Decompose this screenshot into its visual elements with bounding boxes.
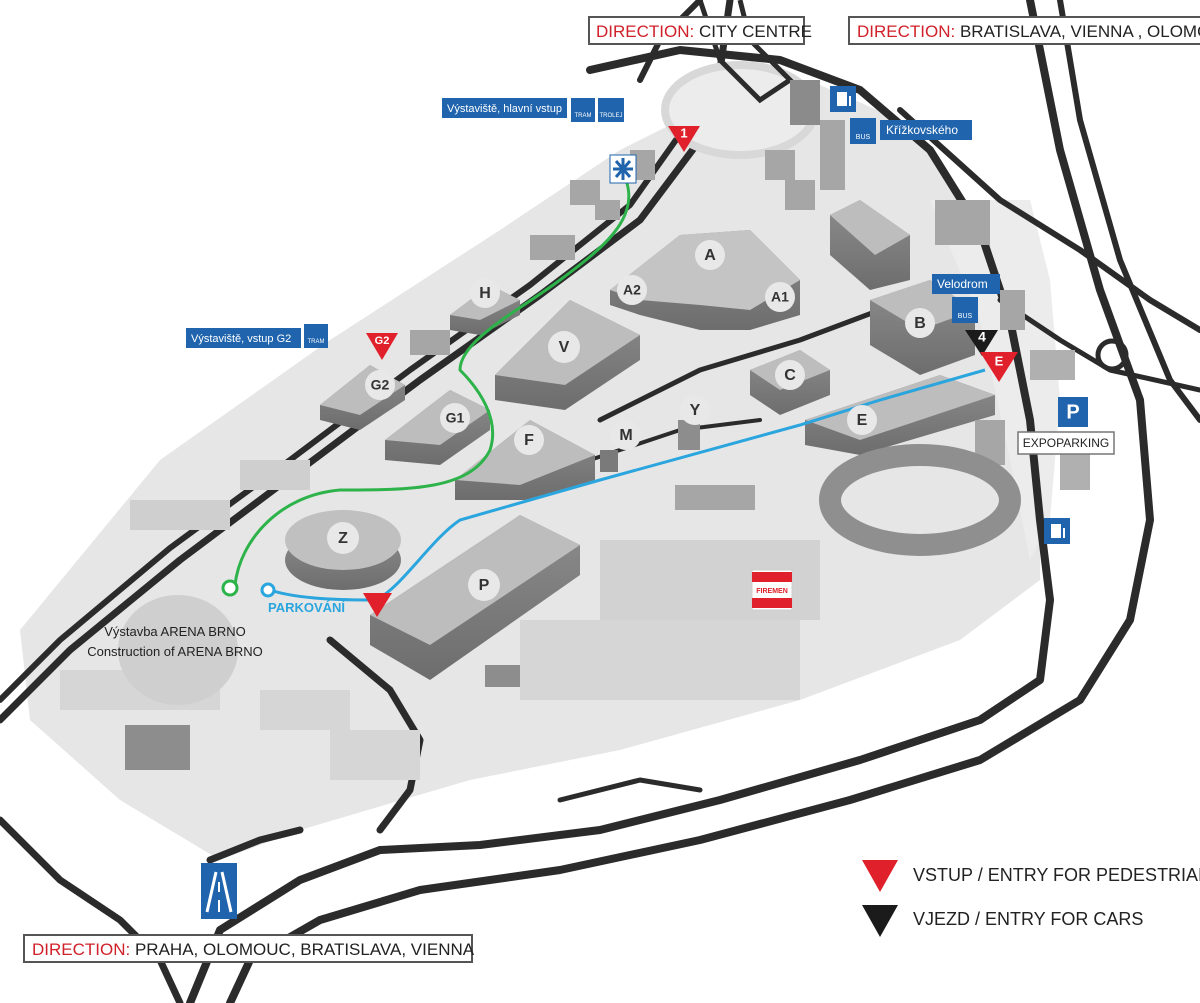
stop-velodrom: Velodrom BUS <box>932 274 1000 323</box>
svg-text:Křížkovského: Křížkovského <box>886 123 958 137</box>
svg-text:BUS: BUS <box>856 134 871 141</box>
fuel-station-icon-2 <box>1044 518 1070 544</box>
velodrome-track <box>819 444 1021 556</box>
legend-cars: VJEZD / ENTRY FOR CARS <box>862 905 1143 937</box>
hall-label-b: B <box>905 308 935 338</box>
first-aid-icon <box>609 154 637 184</box>
svg-text:DIRECTION: PRAHA, OLOMOUC, BRA: DIRECTION: PRAHA, OLOMOUC, BRATISLAVA, V… <box>32 940 475 959</box>
stop-krizkovskeho: BUS Křížkovského <box>850 118 972 144</box>
svg-text:FIREMEN: FIREMEN <box>756 588 788 595</box>
svg-text:Výstaviště, hlavní vstup: Výstaviště, hlavní vstup <box>447 103 562 115</box>
stop-main-entrance: Výstaviště, hlavní vstup TRAM TROLEJ <box>442 98 624 122</box>
svg-text:TROLEJ: TROLEJ <box>599 113 622 119</box>
construction-site <box>118 595 238 705</box>
entry-markers: 1 G2 4 E <box>363 125 1018 617</box>
hall-label-v: V <box>548 331 580 363</box>
svg-text:G2: G2 <box>375 335 390 347</box>
green-route <box>233 179 631 586</box>
arena-construction-en: Construction of ARENA BRNO <box>87 644 263 659</box>
hall-label-g2: G2 <box>365 370 395 400</box>
svg-text:P: P <box>479 577 490 594</box>
hall-label-m: M <box>611 420 641 450</box>
svg-text:TRAM: TRAM <box>575 113 592 119</box>
svg-text:B: B <box>914 315 926 332</box>
svg-text:E: E <box>995 353 1004 368</box>
entry-marker-g2: G2 <box>366 333 398 360</box>
hall-label-y: Y <box>680 395 710 425</box>
svg-text:TRAM: TRAM <box>308 339 325 345</box>
svg-text:E: E <box>857 412 868 429</box>
svg-text:M: M <box>619 427 632 444</box>
svg-text:A1: A1 <box>771 289 789 305</box>
entry-marker-e: E <box>980 352 1018 382</box>
hall-label-a2: A2 <box>617 275 647 305</box>
hall-label-c: C <box>775 360 805 390</box>
bus-icon <box>952 297 978 323</box>
svg-text:C: C <box>784 367 796 384</box>
hall-label-p: P <box>468 569 500 601</box>
hall-label-h: H <box>470 278 500 308</box>
expoparking-label: EXPOPARKING <box>1017 431 1115 455</box>
bus-icon <box>850 118 876 144</box>
svg-text:P: P <box>1066 401 1079 423</box>
svg-text:G1: G1 <box>446 410 465 426</box>
legend: VSTUP / ENTRY FOR PEDESTRIAN VJEZD / ENT… <box>862 860 1200 937</box>
fuel-station-icon <box>830 86 856 112</box>
hall-label-g1: G1 <box>440 403 470 433</box>
svg-text:H: H <box>479 285 491 302</box>
svg-text:G2: G2 <box>371 377 390 393</box>
stop-g2-entrance: Výstaviště, vstup G2 TRAM <box>186 324 328 348</box>
svg-text:Výstaviště, vstup G2: Výstaviště, vstup G2 <box>191 333 291 345</box>
svg-text:A: A <box>704 247 716 264</box>
svg-text:DIRECTION: CITY CENTRE: DIRECTION: CITY CENTRE <box>596 22 812 41</box>
hall-label-z: Z <box>327 522 359 554</box>
entry-marker-1: 1 <box>668 125 700 152</box>
svg-text:Z: Z <box>338 530 348 547</box>
svg-text:BUS: BUS <box>958 313 973 320</box>
firemen-station: FIREMEN <box>751 569 793 611</box>
svg-text:VJEZD / ENTRY FOR CARS: VJEZD / ENTRY FOR CARS <box>913 909 1143 929</box>
hall-label-a: A <box>695 240 725 270</box>
svg-text:VSTUP / ENTRY FOR PEDESTRIAN: VSTUP / ENTRY FOR PEDESTRIAN <box>913 865 1200 885</box>
svg-text:Y: Y <box>690 402 701 419</box>
arena-construction-cz: Výstavba ARENA BRNO <box>104 624 246 639</box>
tram-icon <box>571 98 595 122</box>
direction-sign-bratislava: DIRECTION: BRATISLAVA, VIENNA , OLOMOUC <box>848 16 1200 45</box>
junction-loop <box>1095 338 1129 372</box>
parking-sign: P <box>1058 397 1088 427</box>
motorway-icon <box>201 863 237 919</box>
hall-labels: A A2 A1 B C E F G2 G1 H M P V Y Z <box>327 240 935 601</box>
svg-text:EXPOPARKING: EXPOPARKING <box>1023 436 1109 450</box>
trolleybus-icon <box>598 98 624 122</box>
hall-label-e: E <box>847 405 877 435</box>
direction-sign-city-centre: DIRECTION: CITY CENTRE <box>588 16 812 45</box>
entry-marker-parking <box>363 593 392 617</box>
svg-text:1: 1 <box>680 125 687 140</box>
parking-label: PARKOVÁNÍ <box>268 600 345 615</box>
hall-label-f: F <box>514 425 544 455</box>
legend-pedestrian: VSTUP / ENTRY FOR PEDESTRIAN <box>862 860 1200 892</box>
svg-text:A2: A2 <box>623 282 641 298</box>
direction-sign-praha: DIRECTION: PRAHA, OLOMOUC, BRATISLAVA, V… <box>23 934 475 963</box>
entry-marker-cars-4: 4 <box>965 329 998 356</box>
svg-text:Velodrom: Velodrom <box>937 277 988 291</box>
svg-text:F: F <box>524 432 534 449</box>
svg-text:V: V <box>559 339 570 356</box>
green-route-end <box>221 579 239 597</box>
hall-label-a1: A1 <box>765 282 795 312</box>
blue-route-start <box>260 582 276 598</box>
outer-ground-right <box>930 200 1060 560</box>
tram-icon <box>304 324 328 348</box>
svg-text:DIRECTION: BRATISLAVA, VIENNA: DIRECTION: BRATISLAVA, VIENNA , OLOMOUC <box>857 22 1200 41</box>
svg-text:4: 4 <box>978 329 986 345</box>
